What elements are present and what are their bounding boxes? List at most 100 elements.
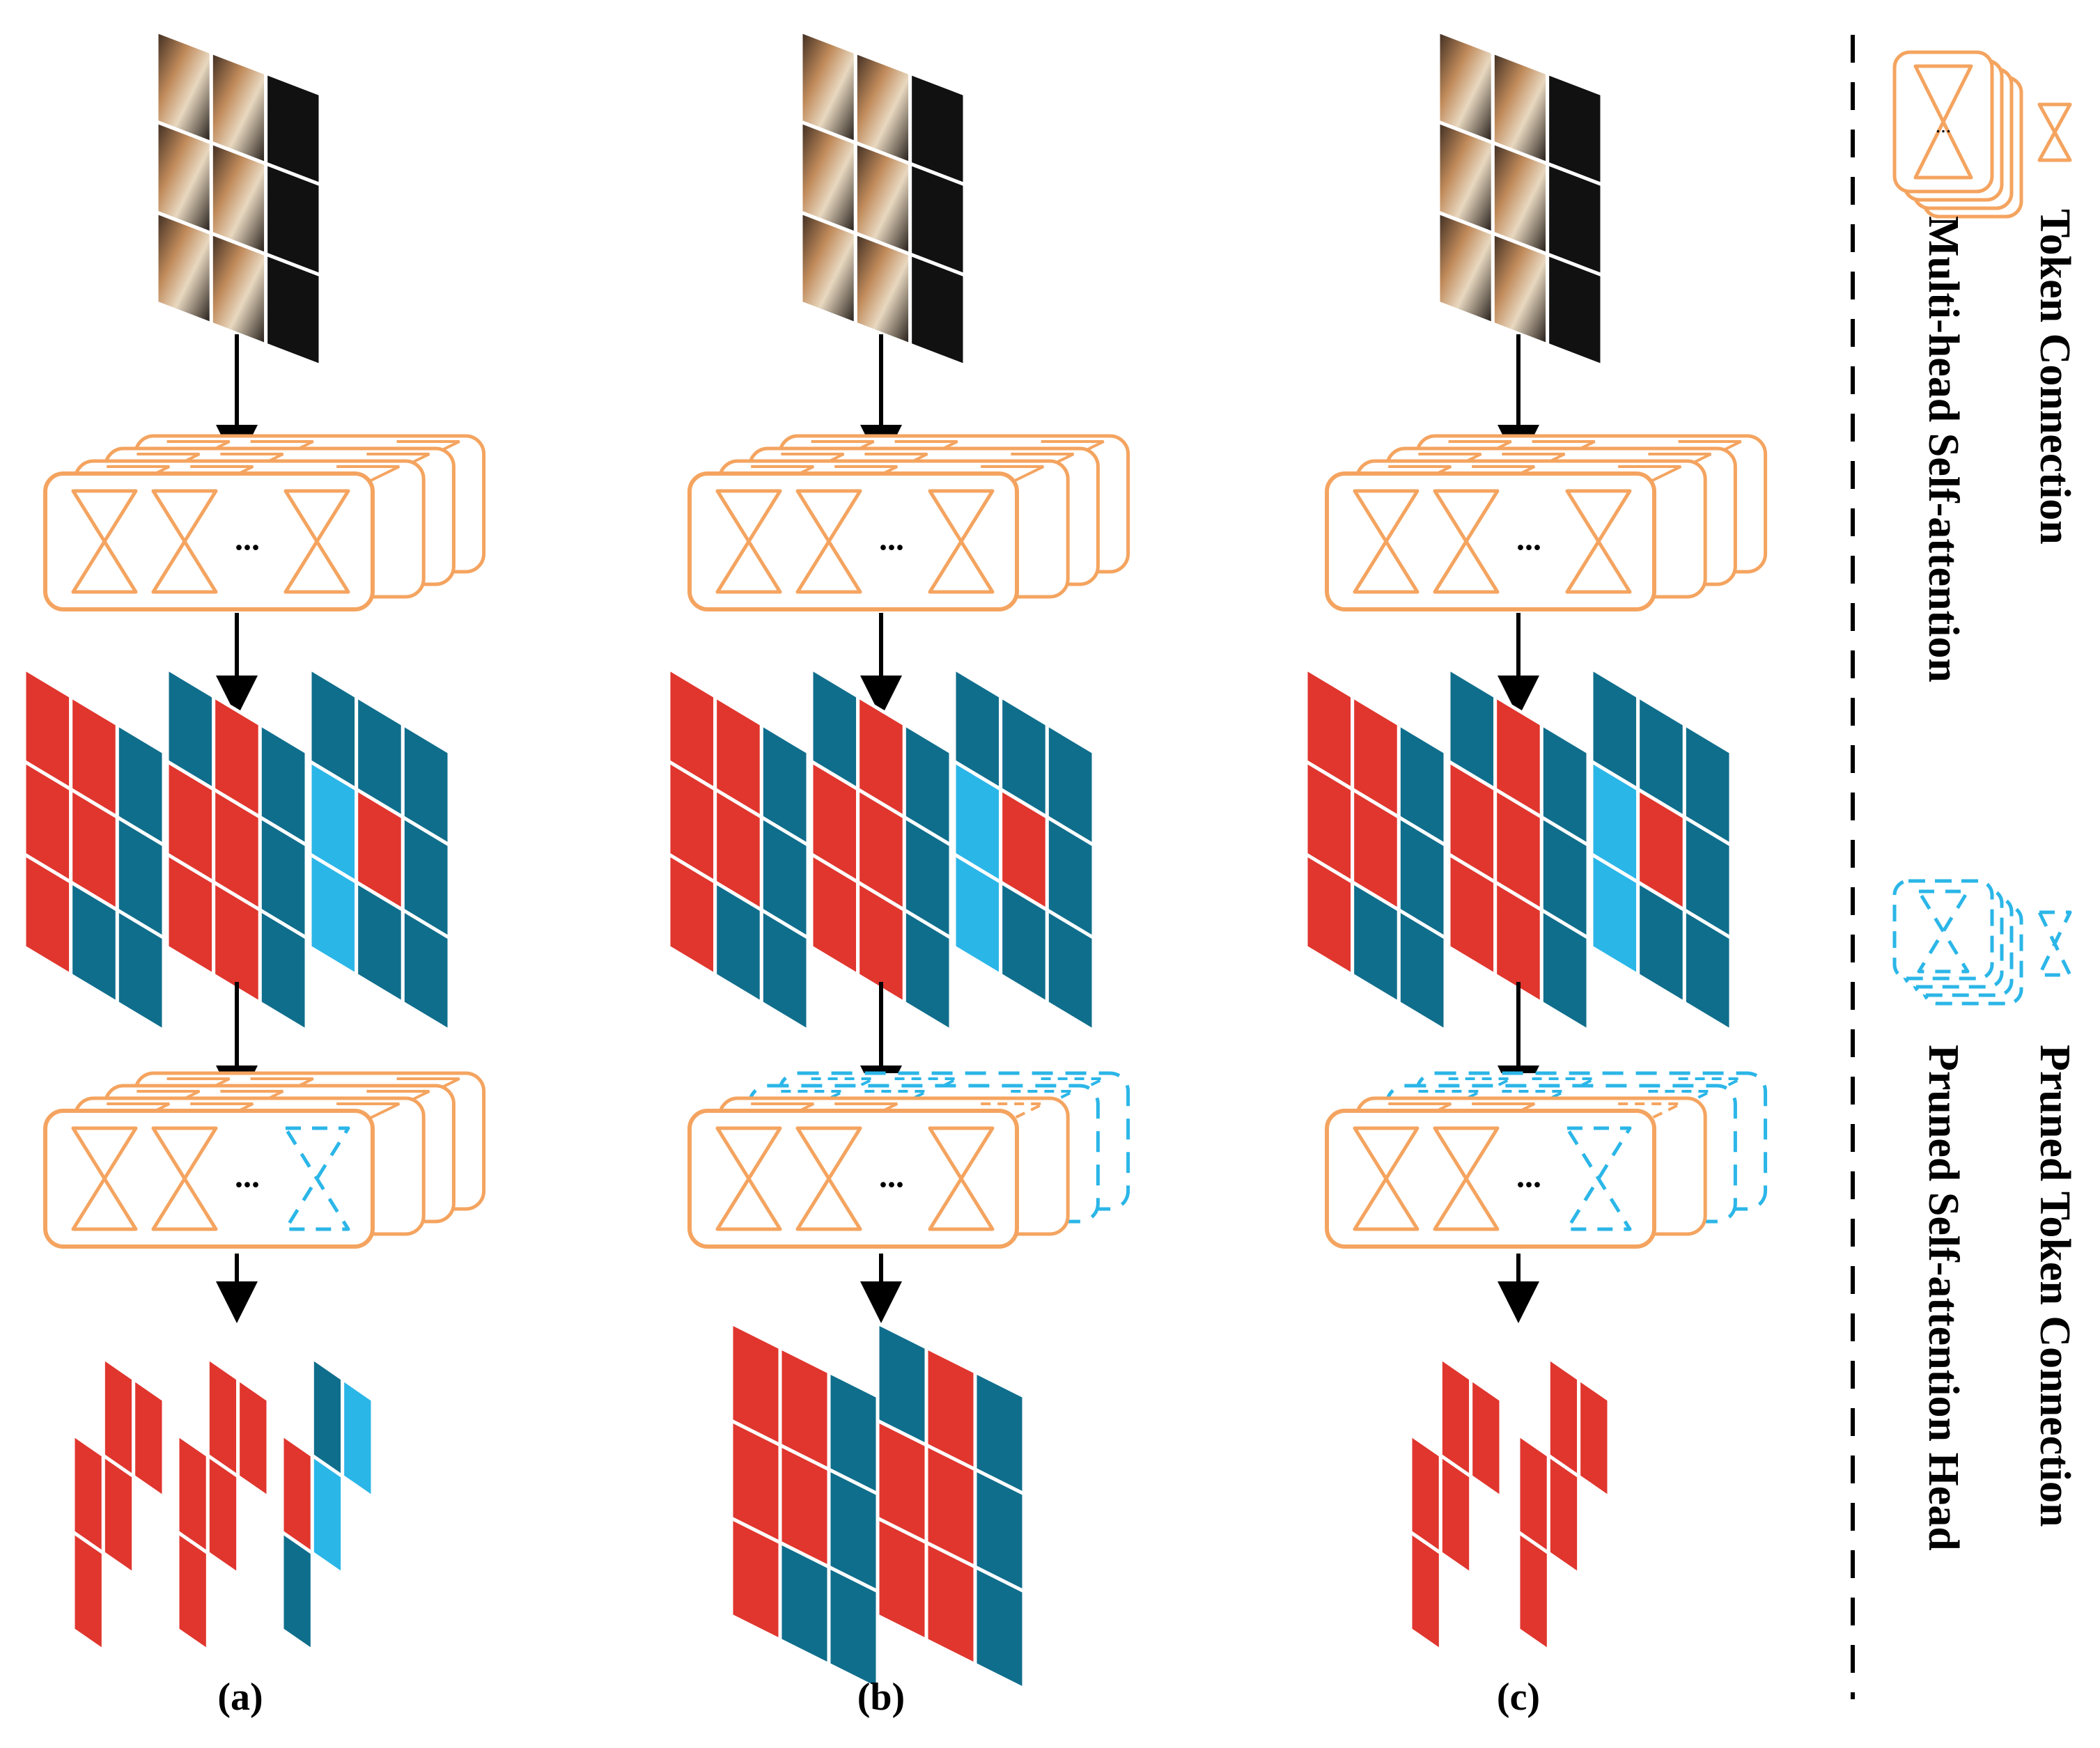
grid-cell	[1539, 907, 1590, 1034]
token-connection-icon	[795, 489, 862, 594]
pruned-token-connection-icon	[2037, 910, 2072, 977]
panel-c: ......	[1304, 29, 1768, 1654]
ellipsis-label: ...	[235, 521, 260, 558]
token-connection-icon	[336, 465, 400, 483]
grid-cell	[176, 1529, 210, 1654]
token-connection-icon	[1565, 489, 1632, 594]
legend-token-connection: Token Connection	[2031, 209, 2078, 545]
ellipsis-label: ...	[879, 1158, 904, 1195]
token-connection-icon	[71, 1126, 138, 1231]
token-connection-icon	[1433, 1126, 1500, 1231]
grid-cell	[1546, 1452, 1581, 1577]
grid-cell	[155, 210, 213, 327]
grid-cell	[1577, 1375, 1611, 1501]
attention-map-2	[165, 665, 309, 1034]
grid-cell	[236, 1375, 270, 1501]
attention-block-1: ...	[43, 434, 486, 611]
grid-cell	[1682, 907, 1733, 1034]
panel-a: ......	[22, 29, 486, 1654]
grid-cell	[264, 251, 322, 368]
token-connection-icon	[2037, 910, 2072, 977]
grid-cell	[280, 1529, 314, 1654]
output-tokens-2	[1516, 1355, 1611, 1654]
legend-pruned-token: Pruned Token Connection	[2031, 1045, 2078, 1527]
grid-cell	[101, 1452, 136, 1577]
output-tokens-1	[729, 1320, 880, 1692]
attention-head-front	[1325, 471, 1656, 611]
grid-cell	[902, 907, 953, 1034]
attention-head-front	[43, 1109, 375, 1249]
attention-head-front	[43, 471, 375, 611]
panel-label-b: (b)	[857, 1676, 905, 1719]
token-connection-icon	[981, 465, 1045, 483]
panel-label-a: (a)	[217, 1676, 263, 1719]
panel-label-c: (c)	[1497, 1676, 1540, 1719]
token-connection-icon	[1913, 64, 1973, 180]
grid-cell	[1516, 1529, 1550, 1654]
attention-head-front	[687, 1109, 1019, 1249]
ellipsis-label: ...	[1516, 1158, 1541, 1195]
grid-cell	[400, 907, 451, 1034]
token-connection-icon	[1353, 489, 1420, 594]
token-connection-icon	[283, 1126, 350, 1231]
grid-cell	[1397, 907, 1447, 1034]
grid-cell	[1491, 231, 1550, 348]
token-connection-icon	[715, 489, 782, 594]
token-connection-icon	[1917, 889, 1970, 974]
output-tokens-1	[71, 1355, 166, 1654]
output-tokens-3	[280, 1355, 375, 1654]
grid-cell	[1436, 210, 1495, 327]
attention-block-2: ...	[687, 1071, 1130, 1249]
attention-map-3	[308, 665, 451, 1034]
attention-head-front	[1325, 1109, 1656, 1249]
attention-block-2: ...	[1325, 1071, 1768, 1249]
attention-map-1	[667, 665, 810, 1034]
panel-b: ......	[667, 29, 1130, 1692]
grid-cell	[115, 907, 166, 1034]
grid-cell	[799, 210, 857, 327]
token-connection-icon	[336, 1102, 400, 1121]
attention-map-1	[22, 665, 166, 1034]
token-connection-icon	[71, 489, 138, 594]
token-connection-icon	[283, 489, 350, 594]
ellipsis-label: ...	[1516, 521, 1541, 558]
grid-cell	[258, 907, 309, 1034]
grid-cell	[341, 1375, 375, 1501]
multi-head-self-attention-icon: ...	[1892, 50, 2023, 219]
token-connection-icon	[795, 1126, 862, 1231]
grid-cell	[1408, 1529, 1442, 1654]
ellipsis-label: ...	[1936, 114, 1952, 137]
attention-block-1: ...	[1325, 434, 1768, 611]
legend-multi-head: Multi-head Self-attention	[1920, 216, 1967, 682]
ellipsis-label: ...	[879, 521, 904, 558]
token-connection-icon	[1353, 1126, 1420, 1231]
attention-block-2: ...	[43, 1071, 486, 1249]
grid-cell	[759, 907, 810, 1034]
attention-map-2	[1447, 665, 1590, 1034]
pruned-self-attention-head-icon	[1892, 879, 2023, 1006]
token-connection-icon	[928, 489, 995, 594]
input-image	[1436, 29, 1604, 368]
attention-block-1: ...	[687, 434, 1130, 611]
input-image	[155, 29, 322, 368]
attention-head-front	[687, 471, 1019, 611]
grid-cell	[973, 1563, 1026, 1692]
grid-cell	[853, 231, 912, 348]
token-connection-icon	[2037, 102, 2072, 162]
token-connection-icon	[715, 1126, 782, 1231]
token-connection-icon	[151, 1126, 218, 1231]
token-connection-icon	[151, 489, 218, 594]
grid-cell	[1438, 1452, 1473, 1577]
attention-map-3	[952, 665, 1096, 1034]
attention-map-1	[1304, 665, 1447, 1034]
token-connection-icon	[2037, 102, 2072, 162]
legend-pruned-head: Pruned Self-attention Head	[1920, 1045, 1967, 1551]
input-image	[799, 29, 967, 368]
token-connection-icon	[1565, 1126, 1632, 1231]
grid-cell	[908, 251, 967, 368]
token-connection-icon	[981, 1102, 1045, 1121]
output-tokens-1	[1408, 1355, 1503, 1654]
grid-cell	[71, 1529, 105, 1654]
grid-cell	[1045, 907, 1096, 1034]
grid-cell	[209, 231, 268, 348]
